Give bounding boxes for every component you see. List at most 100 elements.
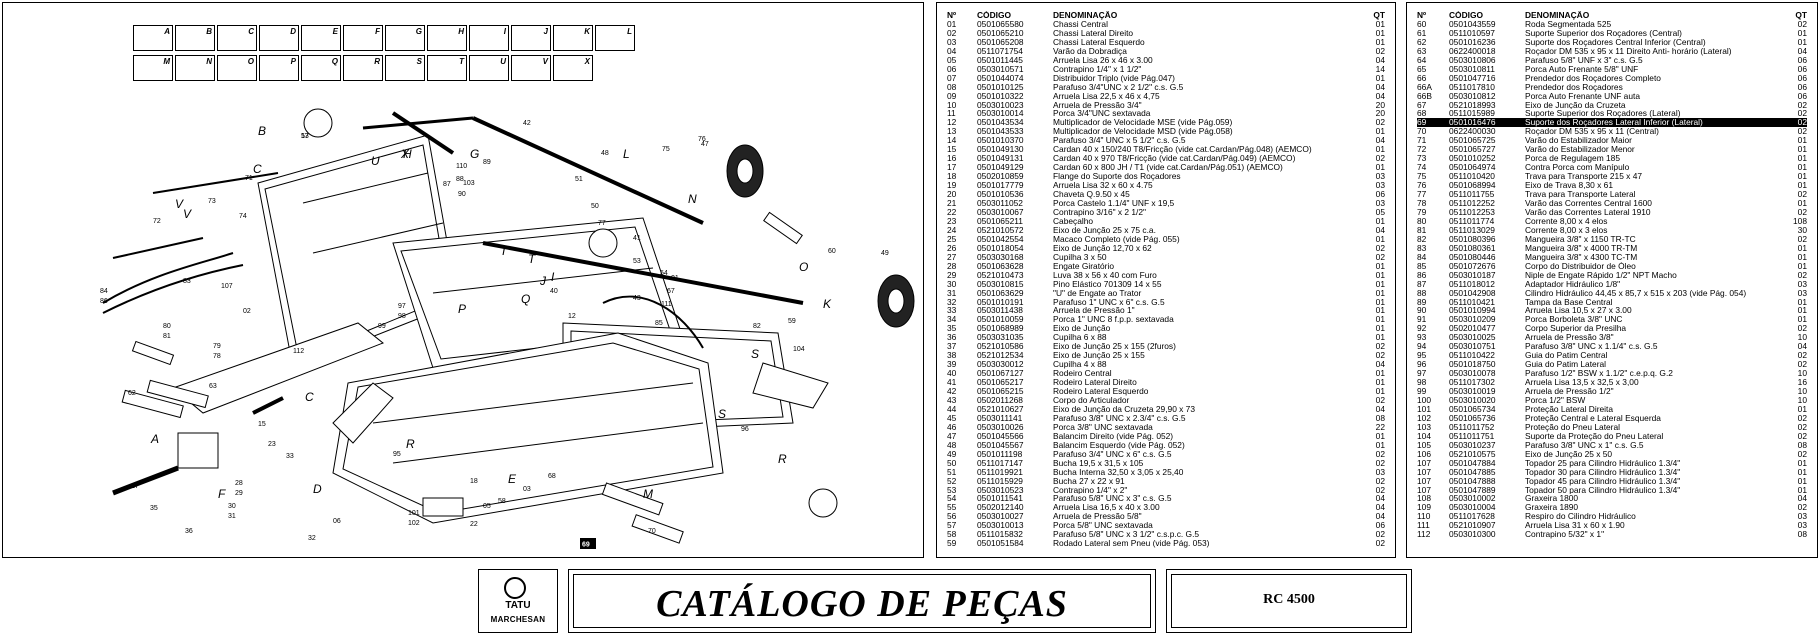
part-code: 0503010300 [1449, 530, 1496, 540]
diagram-number-label: 85 [655, 320, 663, 327]
part-code: 0511012252 [1449, 199, 1495, 208]
detail-thumbnail-letter: X [584, 57, 590, 66]
part-code: 0501067127 [977, 369, 1024, 379]
part-quantity: 03 [1797, 512, 1807, 522]
part-quantity: 03 [1375, 181, 1385, 191]
part-number: 38 [947, 351, 957, 361]
part-description: Parafuso 3/8" UNC x 2.3/4" c.s. G.5 [1053, 413, 1186, 423]
part-quantity: 01 [1375, 19, 1385, 29]
diagram-number-label: 72 [153, 218, 161, 225]
part-description: Multiplicador de Velocidade MSD (vide Pá… [1053, 127, 1233, 137]
part-number: 40 [947, 369, 957, 379]
part-number: 107 [1417, 476, 1431, 486]
part-quantity: 03 [1375, 467, 1385, 477]
part-code: 0503010811 [1449, 64, 1495, 74]
part-quantity: 02 [1797, 503, 1807, 513]
part-number: 66 [1417, 73, 1427, 83]
part-description: Graxeira 1800 [1525, 494, 1579, 504]
part-quantity: 02 [1797, 100, 1807, 110]
diagram-number-label: 62 [128, 390, 136, 397]
part-description: Arruela de Pressão 1/2" [1525, 387, 1614, 396]
part-code: 0511017628 [1449, 512, 1495, 522]
part-description: Suporte Superior dos Roçadores (Central) [1525, 28, 1682, 38]
part-code: 0503010020 [1449, 395, 1496, 405]
part-description: Cabeçalho [1053, 216, 1094, 226]
diagram-letter-label: M [643, 487, 653, 501]
part-code: 0501080446 [1449, 252, 1496, 262]
part-number: 56 [947, 512, 957, 522]
part-number: 21 [947, 199, 957, 208]
part-quantity: 06 [1797, 64, 1807, 74]
part-number: 97 [1417, 369, 1427, 379]
part-quantity: 01 [1375, 163, 1385, 173]
part-code: 0502010477 [1449, 324, 1496, 334]
part-code: 0511019921 [977, 467, 1023, 477]
part-quantity: 03 [1797, 521, 1807, 531]
col-code: CÓDIGO [1449, 11, 1483, 20]
detail-thumbnail: X [553, 55, 593, 81]
part-number: 104 [1417, 431, 1431, 441]
part-quantity: 01 [1797, 485, 1807, 495]
part-code: 0521010572 [977, 225, 1024, 235]
part-description: Cupilha 6 x 88 [1053, 333, 1107, 343]
diagram-number-label: 98 [398, 313, 406, 320]
part-number: 87 [1417, 279, 1427, 289]
part-description: Adaptador Hidráulico 1/8" [1525, 279, 1621, 289]
part-description: Bucha Interna 32,50 x 3,05 x 25,40 [1053, 467, 1184, 477]
part-description: Distribuidor Triplo (vide Pág.047) [1053, 73, 1175, 83]
col-quantity: QT [1373, 11, 1385, 20]
part-quantity: 04 [1375, 82, 1385, 92]
diagram-number-label: 03 [523, 486, 531, 493]
part-code: 0503010019 [1449, 387, 1496, 396]
part-description: Trava para Transporte Lateral [1525, 190, 1636, 200]
part-number: 69 [1417, 118, 1449, 128]
part-quantity: 22 [1375, 422, 1385, 432]
part-description: Parafuso 5/8" UNC x 3" c.s. G.5 [1053, 494, 1172, 504]
part-quantity: 01 [1797, 199, 1807, 208]
diagram-number-label: 33 [286, 453, 294, 460]
diagram-number-label: 29 [235, 490, 243, 497]
part-code: 0511015832 [977, 530, 1023, 540]
part-code: 0511017302 [1449, 378, 1495, 388]
part-description: Arruela de Pressão 3/8" [1525, 333, 1614, 343]
detail-thumbnail-letter: G [415, 27, 422, 36]
part-description: Cardan 60 x 800 JH / T1 (vide cat.Cardan… [1053, 163, 1283, 173]
part-number: 85 [1417, 261, 1427, 271]
part-quantity: 01 [1375, 216, 1385, 226]
part-quantity: 01 [1375, 431, 1385, 441]
diagram-letter-label: U [371, 154, 380, 168]
diagram-number-label: 59 [788, 318, 796, 325]
diagram-number-label: 67 [667, 288, 675, 295]
diagram-number-label: 81 [163, 333, 171, 340]
detail-thumbnail-letter: L [627, 27, 632, 36]
part-description: Macaco Completo (vide Pág. 055) [1053, 234, 1180, 244]
part-description: Mangueira 3/8" x 1150 TR-TC [1525, 234, 1636, 244]
diagram-number-label: 13 [301, 133, 309, 140]
part-code: 0503011052 [977, 199, 1023, 208]
part-description: Arruela Lisa 10,5 x 27 x 3.00 [1525, 306, 1632, 316]
diagram-letter-label: I [551, 270, 555, 284]
detail-thumbnail-letter: F [375, 27, 380, 36]
part-quantity: 01 [1797, 181, 1807, 191]
part-number: 43 [947, 395, 957, 405]
part-description: Topador 25 para Cilindro Hidráulico 1.3/… [1525, 458, 1681, 468]
